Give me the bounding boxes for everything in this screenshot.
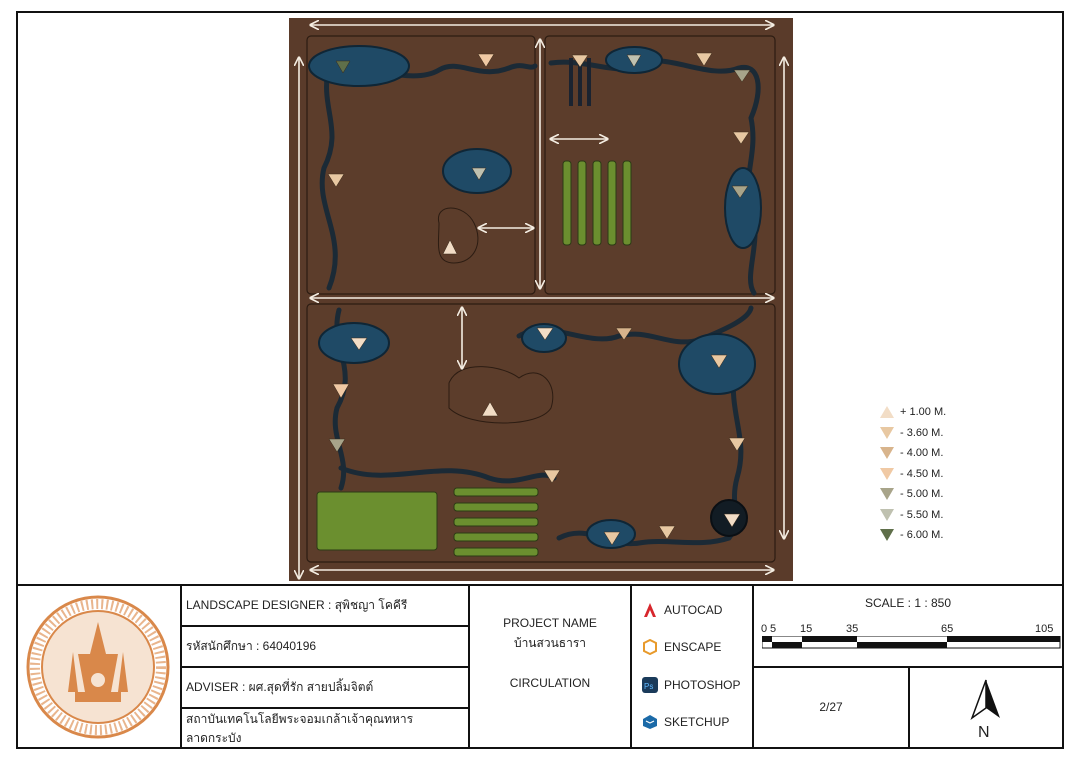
page-number: 2/27 [819,700,843,714]
scale-tick: 35 [846,623,859,635]
triangle-down-icon [880,529,894,542]
legend-item: - 4.50 M. [880,464,1000,485]
enscape-icon [642,639,658,655]
triangle-down-icon [880,488,894,501]
scale-tick: 0 [761,623,768,635]
university-seal-icon [26,595,170,739]
designer-info: LANDSCAPE DESIGNER : สุพิชญา โคคีรี รหัส… [180,586,468,749]
mound-south [448,366,554,424]
legend-item: - 4.00 M. [880,443,1000,464]
crop-rows-s [453,487,539,557]
legend-item: - 3.60 M. [880,423,1000,444]
legend-item: + 1.00 M. [880,402,1000,423]
field-green [316,491,438,551]
scale-tick: 15 [800,623,813,635]
designer-name: LANDSCAPE DESIGNER : สุพิชญา โคคีรี [182,586,468,627]
institute-name: สถาบันเทคโนโลยีพระจอมเกล้าเจ้าคุณทหารลาด… [186,712,414,745]
software-item: AUTOCAD [642,602,722,618]
pond-sw [318,322,390,364]
scale-bar [762,636,1061,649]
project-name: บ้านสวนธารา [513,636,587,650]
site-plan [289,18,793,581]
page-cell: 2/27 [752,668,908,749]
photoshop-icon: Ps [642,677,658,693]
scale-cell: SCALE : 1 : 850 0 5 15 35 65 105 [752,586,1062,668]
circulation-arrows [299,25,784,578]
north-arrow-icon [970,679,1000,721]
svg-text:Ps: Ps [644,682,653,691]
elevation-markers [327,52,751,546]
triangle-up-icon [880,406,894,419]
legend-item: - 5.50 M. [880,505,1000,526]
legend-item: - 5.00 M. [880,484,1000,505]
seal-cell [16,586,180,749]
autocad-icon [642,602,658,618]
scale-tick: 105 [1035,623,1054,635]
project-label: PROJECT NAME [503,616,597,630]
adviser-name: ADVISER : ผศ.สุดที่รัก สายปลิ้มจิตต์ [182,668,468,709]
legend-item: - 6.00 M. [880,525,1000,546]
triangle-down-icon [880,508,894,521]
triangle-down-icon [880,447,894,460]
north-label: N [978,724,990,741]
software-item: SKETCHUP [642,714,729,730]
channel-rows [569,58,591,106]
crop-rows-ne [562,160,632,246]
title-block: LANDSCAPE DESIGNER : สุพิชญา โคคีรี รหัส… [16,584,1064,749]
scale-tick: 5 [770,623,777,635]
stream-s [338,465,557,484]
ponds [308,45,762,549]
triangle-down-icon [880,467,894,480]
scale-label: SCALE : 1 : 850 [864,596,952,610]
scale-tick: 65 [941,623,954,635]
stream-west [319,63,338,291]
student-id: รหัสนักศึกษา : 64040196 [182,627,468,668]
drawing-sheet [16,11,1064,749]
sketchup-icon [642,714,658,730]
software-item: ENSCAPE [642,639,721,655]
north-cell: N [908,668,1062,749]
triangle-down-icon [880,426,894,439]
software-cell: AUTOCAD ENSCAPE Ps PHOTOSHOP SKETCHUP [630,586,752,749]
pond-east [724,167,762,249]
sheet-title: CIRCULATION [509,676,591,690]
elevation-legend: + 1.00 M. - 3.60 M. - 4.00 M. - 4.50 M. … [880,402,1000,546]
project-cell: PROJECT NAME บ้านสวนธารา CIRCULATION [468,586,630,749]
software-item: Ps PHOTOSHOP [642,677,741,693]
pond-nw [308,45,410,87]
